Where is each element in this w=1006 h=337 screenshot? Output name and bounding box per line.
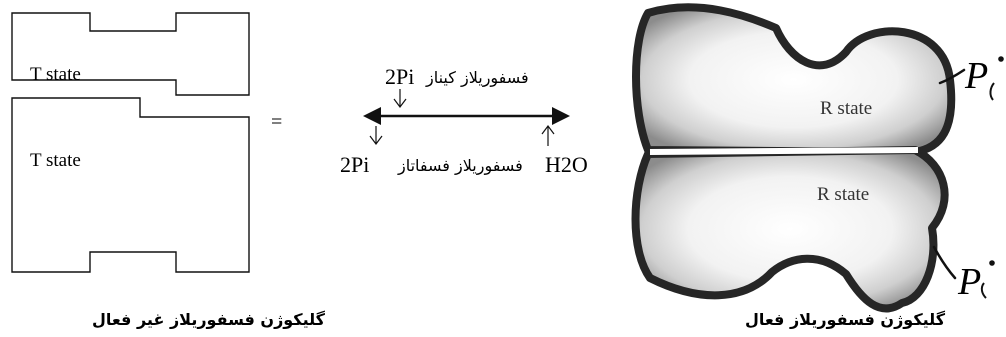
phosphatase-enzyme-label: فسفوریلاز فسفاتاز xyxy=(397,156,523,176)
reaction-arrows xyxy=(363,89,570,146)
inactive-bottom-label: T state xyxy=(30,150,81,171)
active-bottom-label: R state xyxy=(817,184,869,205)
phosphatase-down-arrowhead xyxy=(369,135,383,145)
inactive-form-caption: گلیکوژن فسفوریلاز غیر فعال xyxy=(92,310,325,329)
kinase-substrate-label: 2Pi xyxy=(385,64,414,89)
active-top-label: R state xyxy=(820,98,872,119)
kinase-down-arrowhead xyxy=(393,98,407,108)
active-dimer: R state R state P P xyxy=(631,3,1004,313)
active-subunit-bottom xyxy=(631,146,949,313)
water-label: H2O xyxy=(545,152,588,177)
phosphate-pointer-bottom xyxy=(932,245,957,280)
active-form-caption: گلیکوژن فسفوریلاز فعال xyxy=(745,310,945,329)
phosphate-tail-top xyxy=(989,82,995,101)
phosphate-dot-top xyxy=(998,56,1004,62)
phosphatase-product-label: 2Pi xyxy=(340,152,369,177)
water-up-arrowhead xyxy=(541,125,555,135)
subunit-interface xyxy=(649,147,919,155)
inactive-top-label: T state xyxy=(30,64,81,85)
phosphate-tail-bottom xyxy=(980,282,987,299)
phosphate-dot-bottom xyxy=(989,260,995,266)
equilibrium-sign: = xyxy=(271,111,282,133)
phosphate-pointer-top xyxy=(938,68,966,85)
inactive-subunit-bottom xyxy=(11,97,250,273)
active-subunit-top xyxy=(632,3,956,156)
right-arrowhead xyxy=(552,107,570,125)
phosphate-label-bottom: P xyxy=(957,261,981,303)
kinase-enzyme-label: فسفوریلاز کیناز xyxy=(425,68,529,88)
left-arrowhead xyxy=(363,107,381,125)
inactive-dimer: T state T state xyxy=(11,12,250,273)
inactive-subunit-top xyxy=(11,12,250,96)
phosphate-label-top: P xyxy=(964,55,988,97)
